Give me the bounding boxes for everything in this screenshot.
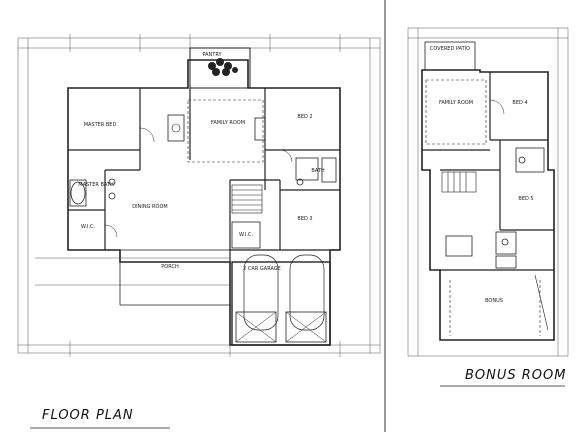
- floor-plan-title: FLOOR PLAN: [42, 408, 134, 423]
- bonus-label-bed5: BED 5: [518, 196, 533, 202]
- bonus-label-covered-patio: COVERED PATIO: [430, 46, 470, 52]
- room-label-master-bath: MASTER BATH: [78, 182, 114, 188]
- room-label-dining: DINING ROOM: [132, 204, 167, 210]
- room-label-family: FAMILY ROOM: [211, 120, 245, 126]
- main-dim-frame: [17, 37, 381, 354]
- main-exterior-wall: [67, 59, 341, 346]
- main-floor-plan: [17, 34, 381, 357]
- garage-outline: [231, 261, 331, 346]
- room-label-bed2: BED 2: [297, 114, 312, 120]
- room-label-wic2: W.I.C.: [239, 232, 254, 238]
- room-label-porch: PORCH: [161, 264, 179, 270]
- bonus-label-family: FAMILY ROOM: [439, 100, 473, 106]
- bonus-dim-frame: [407, 27, 569, 357]
- room-label-garage: 2 CAR GARAGE: [243, 266, 281, 272]
- bonus-floor-plan: [407, 27, 569, 357]
- room-label-bath: BATH: [311, 168, 325, 174]
- bonus-room-title: BONUS ROOM: [465, 368, 567, 383]
- room-label-pantry: PANTRY: [202, 52, 222, 58]
- plant-symbol: [208, 58, 238, 76]
- bonus-label-bonus: BONUS: [485, 298, 503, 304]
- room-label-bed3: BED 3: [297, 216, 312, 222]
- room-label-wic: W.I.C.: [81, 224, 96, 230]
- main-stairs: [231, 184, 263, 214]
- bonus-label-bed4: BED 4: [512, 100, 527, 106]
- bonus-exterior-wall: [421, 69, 555, 341]
- room-label-master: MASTER BED: [84, 122, 117, 128]
